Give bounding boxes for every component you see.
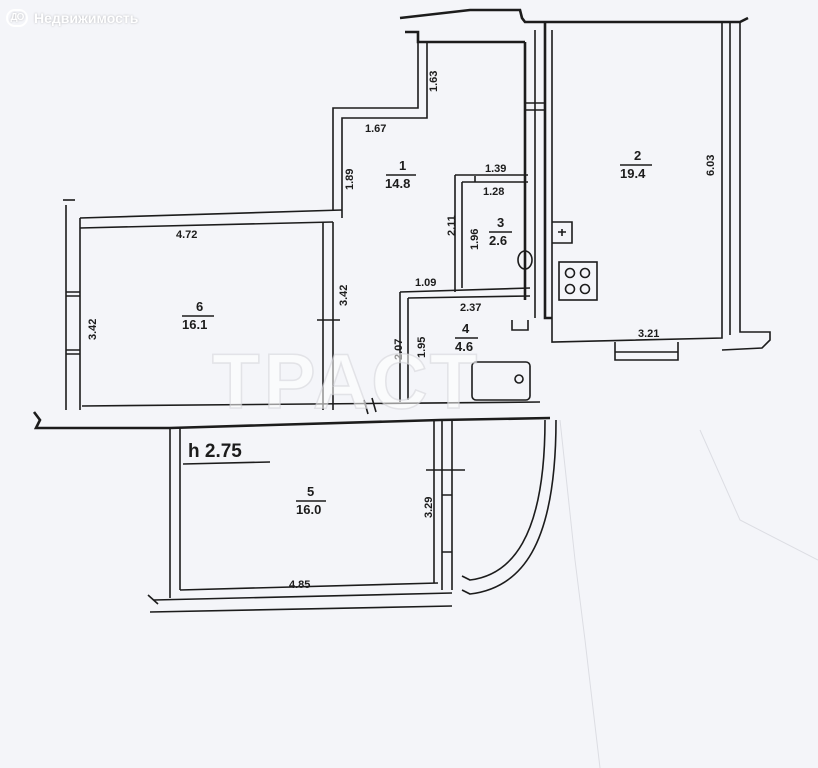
brand-name: Недвижимость [34,10,139,26]
room-1-area: 14.8 [385,176,410,191]
room-4-number: 4 [462,321,470,336]
dim-room6-top: 4.72 [176,229,197,241]
dim-bath-left-inner: 1.95 [416,337,428,358]
dim-bath-left-outer: 2.07 [393,339,405,360]
room-1-number: 1 [399,158,406,173]
dim-kitchen-bottom: 3.21 [638,328,659,340]
brand-logo-icon: ДО [6,9,28,27]
ceiling-height-label: h 2.75 [188,441,242,462]
watermark: ТРАСТ [212,337,481,425]
dim-wc-left-inner: 1.96 [469,229,481,250]
room-3-area: 2.6 [489,233,507,248]
walls [32,8,771,613]
dim-room6-right: 3.42 [338,285,350,306]
dimension-labels: 1.63 1.67 1.89 1.39 1.28 2.11 1.96 6.03 … [87,71,717,591]
room-3-number: 3 [497,215,504,230]
room-5-number: 5 [307,484,314,499]
dim-wc-top-inner: 1.28 [483,186,504,198]
dim-room5-bottom: 4.85 [289,579,310,591]
paper-crease [559,419,601,768]
dim-room6-left: 3.42 [87,319,99,340]
dim-wc-top-outer: 1.39 [485,163,506,175]
dim-hall-top-right: 1.63 [428,71,440,92]
brand-logo: ДО Недвижимость [6,6,138,30]
room-labels: 1 14.8 2 19.4 3 2.6 4 4.6 5 16.0 6 16.1 [182,148,652,517]
room-2-area: 19.4 [620,166,646,181]
dim-kitchen-right: 6.03 [705,155,717,176]
dim-hall-top: 1.67 [365,123,386,135]
room-2-number: 2 [634,148,641,163]
room-4-area: 4.6 [455,339,473,354]
room-6-area: 16.1 [182,317,207,332]
dim-wc-left-outer: 2.11 [446,215,458,236]
paper-crease [699,429,818,561]
dim-bath-corridor: 1.09 [415,277,436,289]
room-6-number: 6 [196,299,203,314]
dim-room5-right: 3.29 [423,497,435,518]
room-5-area: 16.0 [296,502,321,517]
dim-bath-top: 2.37 [460,302,481,314]
dim-hall-left: 1.89 [344,169,356,190]
ceiling-height-underline [182,461,271,465]
